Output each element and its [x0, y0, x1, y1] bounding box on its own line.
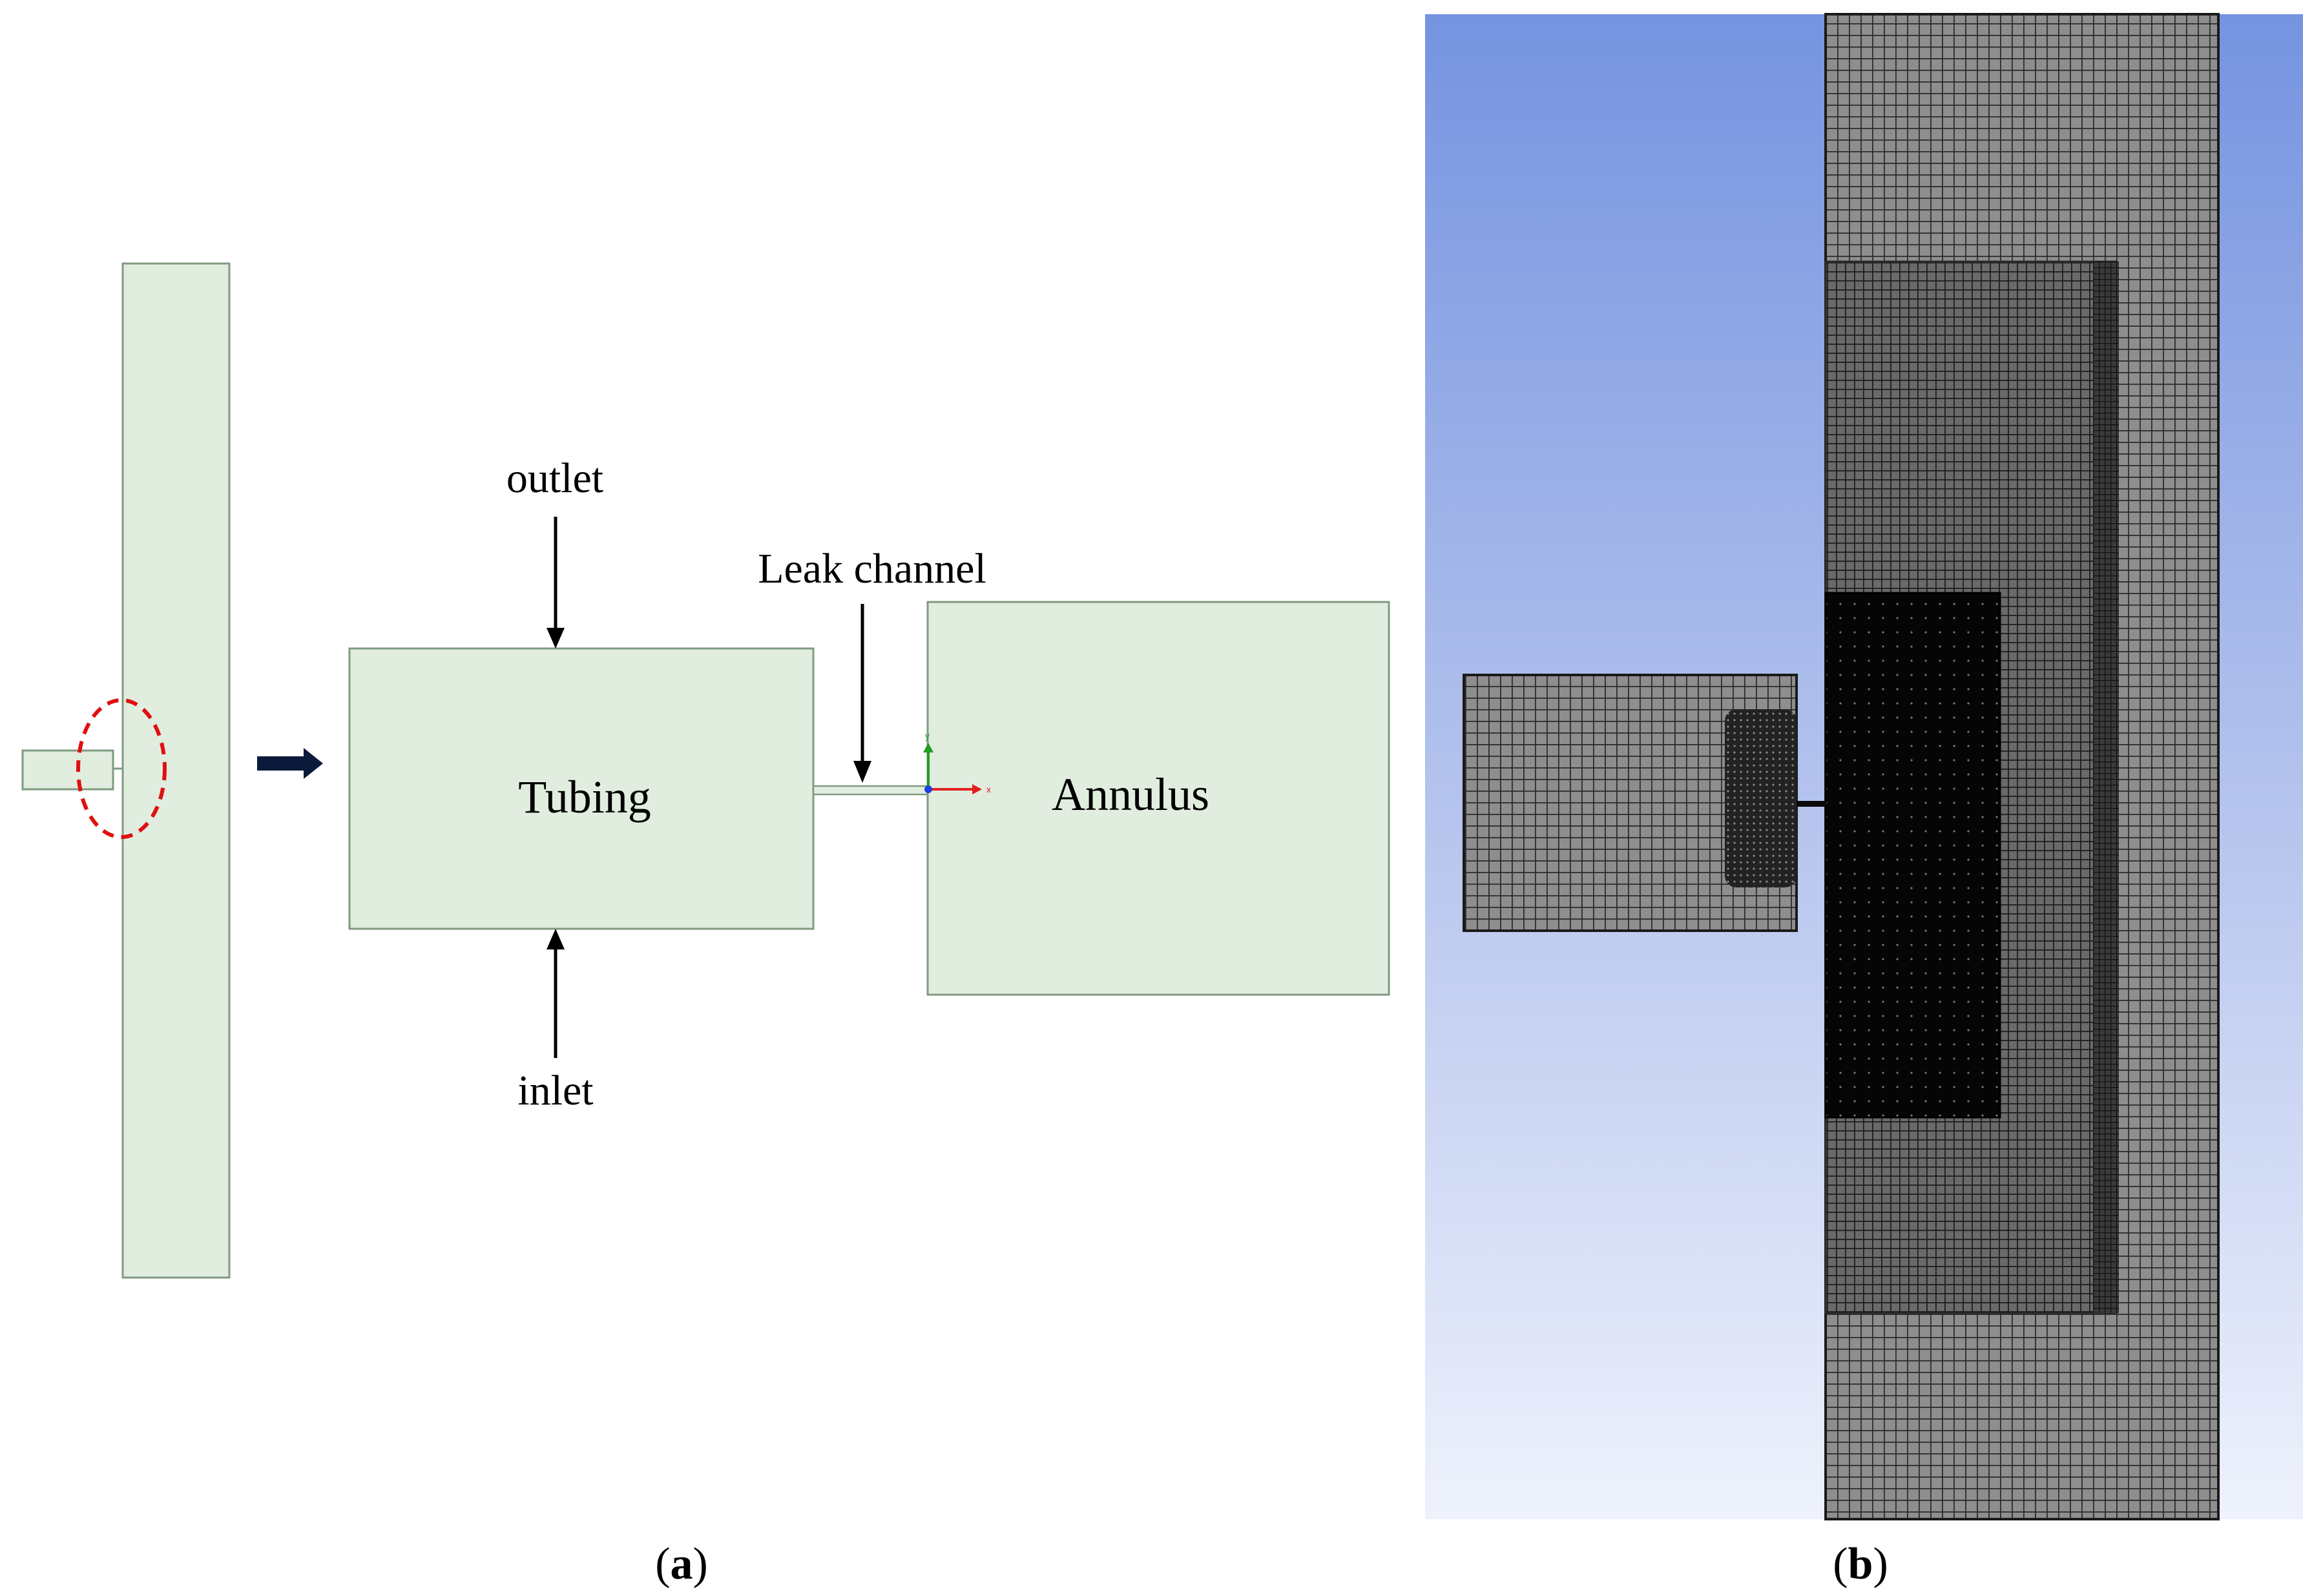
caption-a: (a)	[655, 1539, 708, 1589]
tubing-domain	[348, 647, 815, 930]
caption-a-letter: a	[671, 1539, 693, 1589]
panel-a: Tubing Annulus x y outlet inlet Leak cha…	[21, 262, 1390, 1589]
caption-b-letter: b	[1848, 1539, 1873, 1589]
inlet-arrowhead	[547, 929, 565, 949]
panel-b: (b)	[1425, 13, 2303, 1589]
leak-channel-label: Leak channel	[758, 545, 986, 592]
annulus-refinement-transition	[2093, 262, 2119, 1313]
axis-x-label: x	[986, 784, 991, 794]
inlet-label: inlet	[517, 1067, 593, 1114]
tubing-dense-mesh	[1725, 709, 1797, 887]
outlet-label: outlet	[506, 455, 603, 502]
axis-y-label: y	[925, 731, 930, 741]
outlet-arrowhead	[547, 628, 565, 648]
leak-channel	[812, 785, 929, 796]
overview-tubing	[21, 749, 114, 791]
leak-channel-arrowhead	[853, 761, 871, 783]
annulus-domain	[926, 601, 1390, 996]
zoom-highlight-ellipse	[76, 698, 167, 839]
annulus-label: Annulus	[1052, 769, 1209, 820]
tubing-label: Tubing	[518, 771, 651, 823]
overview-wellbore	[121, 262, 231, 1279]
zoom-arrow-icon	[257, 748, 323, 779]
caption-b: (b)	[1833, 1539, 1888, 1589]
axis-triad: x y	[923, 731, 991, 794]
annulus-dense-mesh	[1824, 592, 2001, 1119]
leak-channel-mesh	[1797, 801, 1826, 807]
